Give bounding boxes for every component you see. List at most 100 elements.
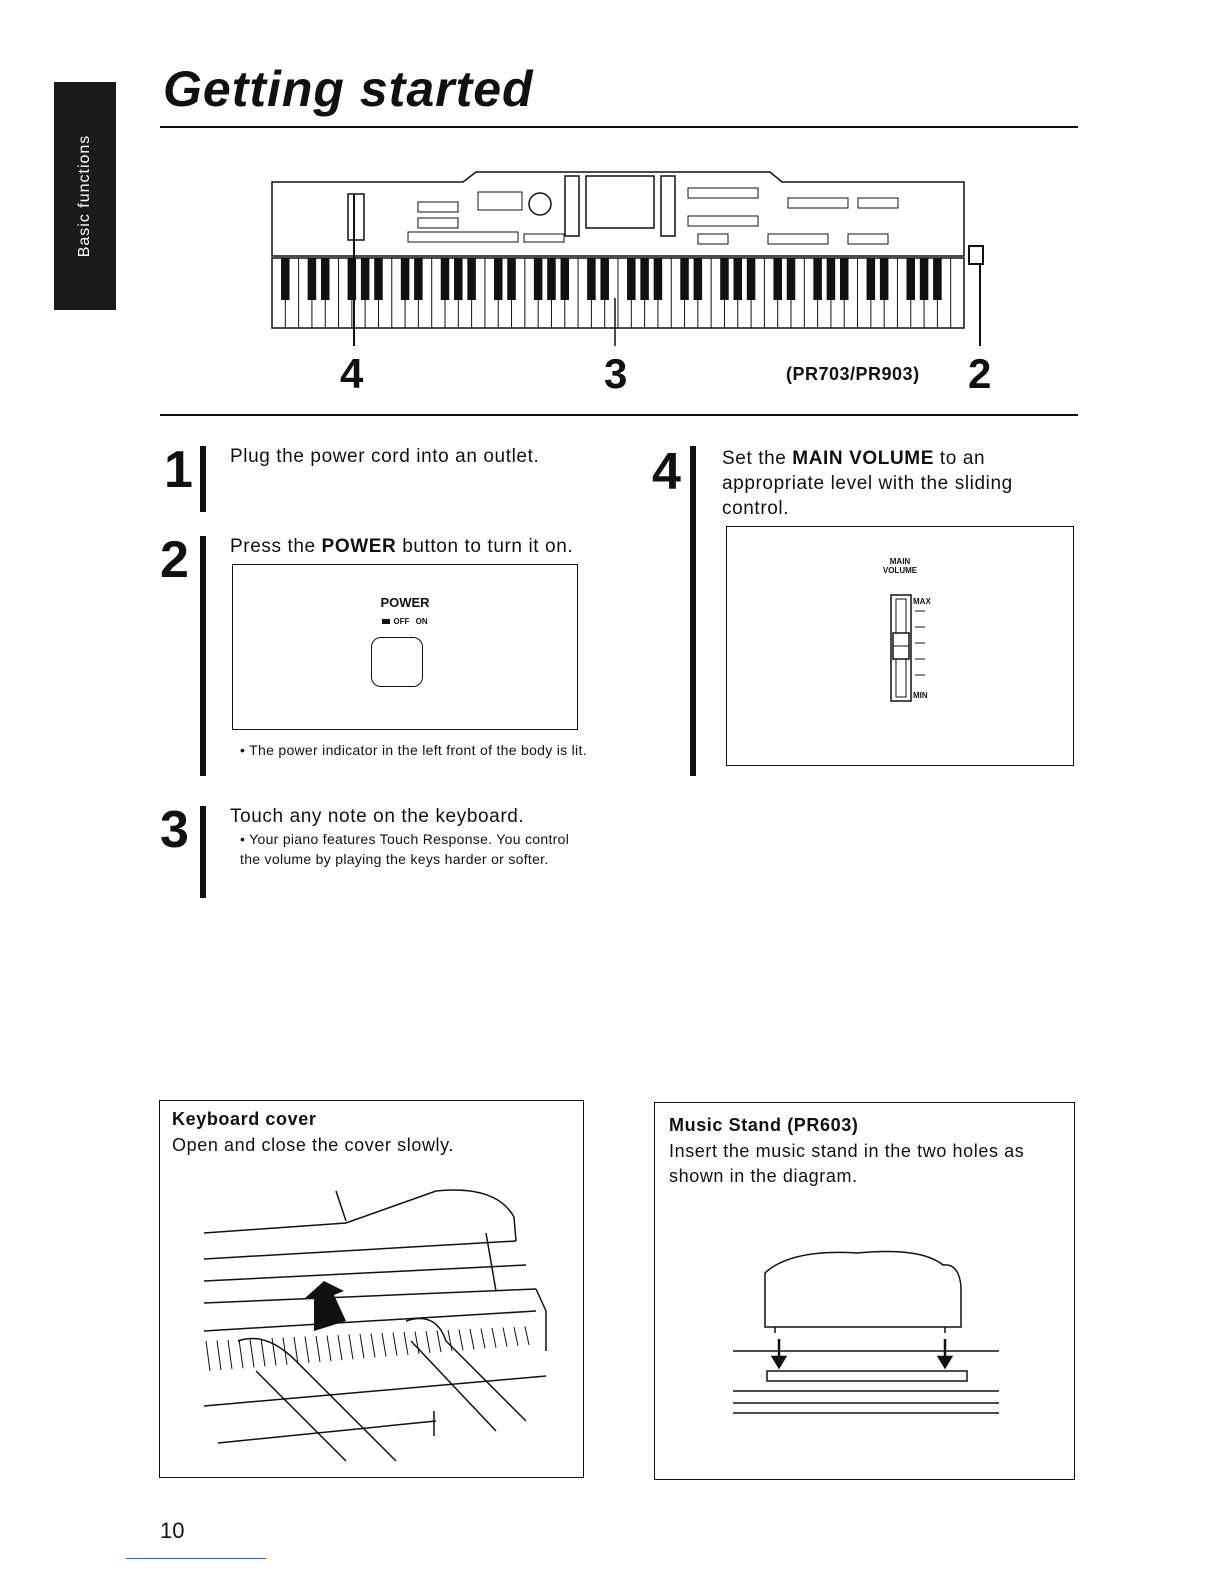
black-key <box>600 258 609 300</box>
black-key <box>587 258 596 300</box>
callout-4: 4 <box>340 350 364 397</box>
black-key <box>493 258 503 300</box>
cover-key-line <box>502 1327 508 1347</box>
black-key <box>653 258 663 300</box>
footer-rule <box>126 1558 266 1559</box>
black-key <box>414 258 423 300</box>
cover-key-line <box>458 1329 464 1351</box>
step-1-number: 1 <box>164 441 193 499</box>
black-key <box>347 258 357 300</box>
callout-2: 2 <box>968 350 992 397</box>
power-button-drawing <box>371 637 423 687</box>
black-key <box>560 258 570 300</box>
cover-key-line <box>315 1335 321 1363</box>
cover-key-line <box>238 1339 244 1369</box>
black-key <box>547 258 556 300</box>
step-4-number: 4 <box>652 443 681 501</box>
page-number: 10 <box>160 1518 185 1543</box>
black-key <box>640 258 649 300</box>
cover-key-line <box>370 1333 376 1358</box>
cover-key-line <box>249 1338 255 1368</box>
music-stand-text: Insert the music stand in the two holes … <box>669 1141 1025 1186</box>
step-3-number: 3 <box>160 801 189 859</box>
cover-key-line <box>293 1336 299 1364</box>
cover-key-line <box>326 1335 332 1362</box>
power-figure-title: POWER <box>380 595 430 610</box>
black-key <box>507 258 516 300</box>
black-key <box>680 258 689 300</box>
step-2-number: 2 <box>160 531 189 589</box>
black-key <box>400 258 410 300</box>
step-2-bar <box>200 536 206 776</box>
keyboard-cover-box: Keyboard cover Open and close the cover … <box>159 1100 584 1478</box>
step-3-bar <box>200 806 206 898</box>
cover-key-line <box>403 1331 409 1355</box>
instrument-illustration <box>271 171 984 346</box>
cover-key-line <box>271 1337 277 1366</box>
step-2-text: Press the POWER button to turn it on. <box>230 536 574 557</box>
black-key <box>454 258 463 300</box>
cover-key-line <box>491 1327 497 1348</box>
black-key <box>693 258 703 300</box>
volume-slider-drawing <box>890 594 925 702</box>
cover-key-line <box>469 1328 475 1350</box>
cover-key-line <box>480 1328 486 1349</box>
step-1-text: Plug the power cord into an outlet. <box>230 446 540 467</box>
black-key <box>906 258 916 300</box>
cover-key-line <box>392 1332 398 1356</box>
cover-key-line <box>216 1340 222 1371</box>
cover-key-line <box>414 1331 420 1354</box>
volume-max-label: MAX <box>913 597 931 606</box>
music-stand-illustration <box>733 1250 999 1414</box>
hero-rule <box>160 414 1078 416</box>
cover-key-line <box>337 1334 343 1361</box>
black-key <box>720 258 729 300</box>
cover-key-line <box>227 1339 233 1370</box>
callout-3: 3 <box>604 350 628 397</box>
main-volume-keyword: MAIN VOLUME <box>792 448 935 469</box>
step-1-bar <box>200 446 206 512</box>
black-key <box>839 258 849 300</box>
black-key <box>281 258 290 300</box>
cover-key-line <box>381 1332 387 1357</box>
section-tab: Basic functions <box>54 82 116 310</box>
keyboard-cover-title: Keyboard cover <box>172 1109 317 1129</box>
black-key <box>826 258 836 300</box>
step-4-bar <box>690 446 696 776</box>
title-rule <box>160 126 1078 128</box>
music-stand-title: Music Stand (PR603) <box>669 1115 859 1135</box>
black-key <box>320 258 330 300</box>
cover-key-line <box>425 1330 431 1354</box>
cover-key-line <box>260 1338 266 1367</box>
power-keyword: POWER <box>321 536 397 557</box>
volume-min-label: MIN <box>913 691 928 700</box>
step-2-note: • The power indicator in the left front … <box>240 742 587 758</box>
black-key <box>813 258 822 300</box>
cover-key-line <box>359 1333 365 1359</box>
black-key <box>360 258 370 300</box>
section-tab-label: Basic functions <box>76 134 93 258</box>
cover-key-line <box>513 1326 519 1346</box>
page-title: Getting started <box>163 61 534 117</box>
music-stand-box: Music Stand (PR603) Insert the music sta… <box>654 1102 1075 1480</box>
black-key <box>467 258 476 300</box>
black-key <box>919 258 929 300</box>
black-key <box>627 258 636 300</box>
black-key <box>733 258 743 300</box>
black-key <box>933 258 942 300</box>
power-figure: POWER OFF ON <box>232 564 578 730</box>
step-3-note: • Your piano features Touch Response. Yo… <box>240 831 570 867</box>
model-label: (PR703/PR903) <box>786 364 920 384</box>
cover-key-line <box>304 1336 310 1363</box>
black-key <box>307 258 317 300</box>
cover-key-line <box>348 1334 354 1360</box>
cover-key-line <box>205 1340 211 1372</box>
power-figure-states: OFF ON <box>233 617 577 626</box>
black-key <box>786 258 796 300</box>
black-key <box>533 258 543 300</box>
cover-key-line <box>447 1329 453 1352</box>
black-key <box>440 258 450 300</box>
black-key <box>773 258 782 300</box>
keyboard-cover-text: Open and close the cover slowly. <box>172 1135 455 1155</box>
